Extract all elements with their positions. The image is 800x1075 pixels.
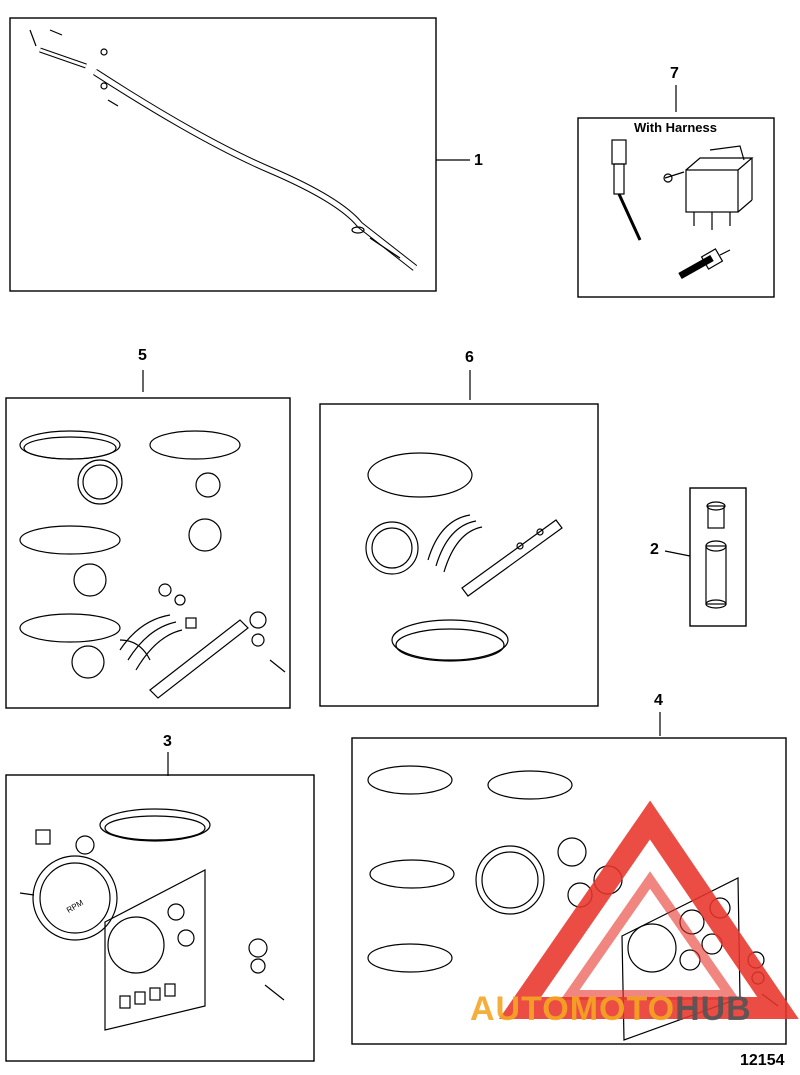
panel-icon bbox=[119, 614, 249, 699]
harness-icon bbox=[367, 452, 509, 662]
watermark-text: AUTOMOTOHUB bbox=[470, 990, 752, 1029]
fitting-icon bbox=[705, 501, 727, 609]
callout-2: 2 bbox=[650, 541, 659, 558]
sender-icon bbox=[678, 248, 731, 280]
panel-icon bbox=[461, 519, 563, 597]
gauge-icon bbox=[19, 855, 118, 941]
panel-icon bbox=[104, 869, 206, 1031]
callout-7: 7 bbox=[670, 65, 679, 82]
panel-3 bbox=[5, 752, 315, 1062]
harness-icon bbox=[367, 765, 573, 973]
shift-cable-icon bbox=[29, 29, 418, 271]
toggle-switch-icon bbox=[158, 583, 197, 629]
panel-1 bbox=[9, 17, 470, 292]
callout-4: 4 bbox=[654, 692, 663, 709]
panel-7 bbox=[577, 85, 775, 298]
panel-7-caption: With Harness bbox=[634, 120, 717, 135]
watermark-text-b: HUB bbox=[675, 990, 752, 1028]
gauge-icon bbox=[365, 521, 419, 575]
panel-2 bbox=[664, 487, 747, 627]
relay-icon bbox=[663, 145, 754, 230]
callout-1: 1 bbox=[474, 152, 483, 169]
toggle-switch-icon bbox=[35, 829, 95, 855]
harness-icon bbox=[99, 808, 211, 842]
callout-6: 6 bbox=[465, 349, 474, 366]
figure-number: 12154 bbox=[740, 1052, 785, 1069]
callout-leader-2 bbox=[664, 550, 691, 557]
harness-icon bbox=[19, 430, 241, 661]
watermark-logo bbox=[499, 800, 799, 1019]
key-switch-icon bbox=[248, 938, 285, 1001]
panel-6 bbox=[319, 370, 599, 707]
glow-plug-icon bbox=[611, 139, 642, 241]
callout-5: 5 bbox=[138, 347, 147, 364]
watermark-text-a: AUTOMOTO bbox=[470, 990, 676, 1028]
callout-3: 3 bbox=[163, 733, 172, 750]
gauge-icon bbox=[71, 459, 222, 679]
panel-5 bbox=[5, 370, 291, 709]
key-switch-icon bbox=[249, 611, 286, 673]
